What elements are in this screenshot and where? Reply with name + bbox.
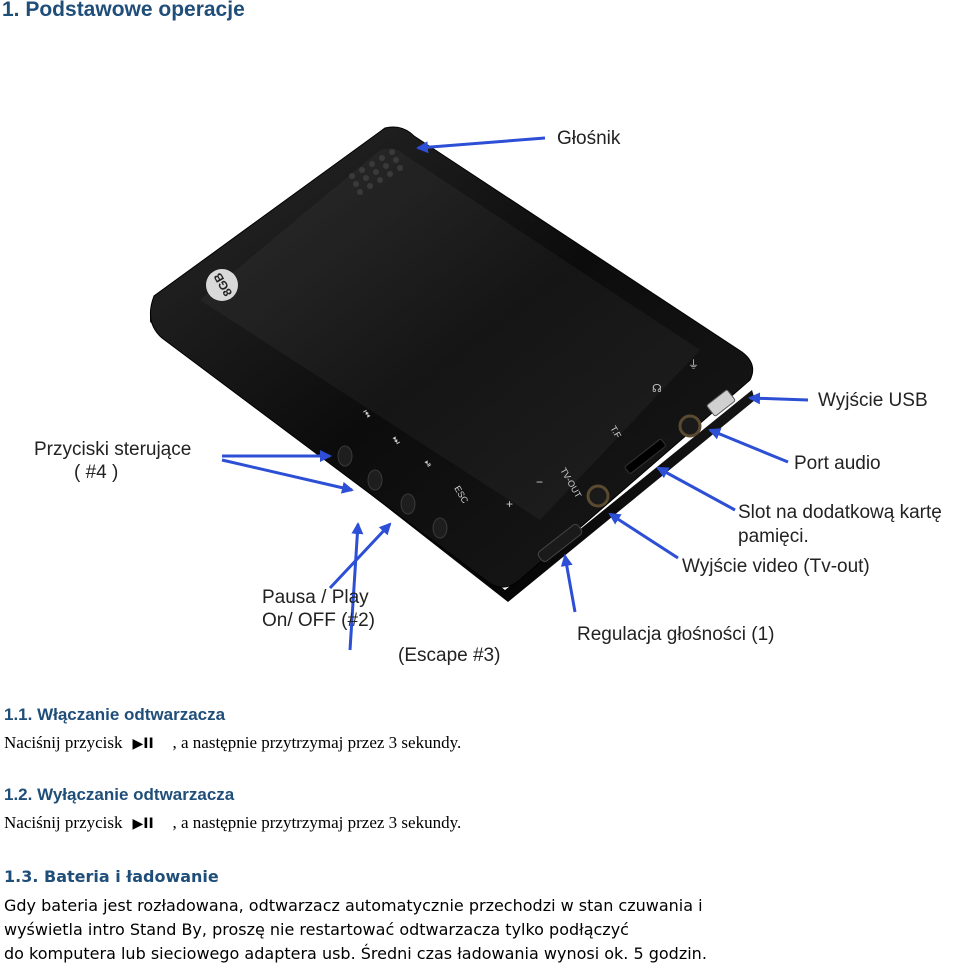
section-body: Gdy bateria jest rozładowana, odtwarzacz…: [4, 894, 707, 966]
device-body: [149, 126, 754, 588]
body-line: Gdy bateria jest rozładowana, odtwarzacz…: [4, 896, 703, 915]
section-battery: 1.3. Bateria i ładowanie Gdy bateria jes…: [4, 866, 707, 966]
section-heading: 1.2. Wyłączanie odtwarzacza: [4, 785, 235, 804]
callout-arrows: [221, 136, 809, 651]
svg-text:−: −: [536, 475, 543, 489]
device-diagram: 8GB ⏮ ⏭ ⏯ ESC + − TV-OUT T.F ☊ ⏚: [34, 126, 942, 666]
svg-text:+: +: [506, 497, 513, 511]
device-highlight: [200, 148, 700, 521]
play-pause-icon: ▶II: [132, 736, 154, 752]
label-speaker: Głośnik: [557, 128, 621, 149]
headphone-mark-icon: ☊: [652, 383, 662, 395]
section-body: Naciśnij przycisk▶II, a następnie przytr…: [4, 732, 461, 755]
body-line: do komputera lub sieciowego adaptera usb…: [4, 944, 707, 963]
section-heading: 1.3. Bateria i ładowanie: [4, 867, 219, 886]
label-controls-num: ( #4 ): [74, 462, 118, 483]
label-pause-play: Pausa / Play: [262, 587, 369, 608]
section-body: Naciśnij przycisk▶II, a następnie przytr…: [4, 812, 461, 835]
side-buttons: [337, 445, 448, 539]
label-audio-port: Port audio: [794, 453, 881, 474]
label-video-out: Wyjście video (Tv-out): [682, 556, 870, 577]
label-usb-out: Wyjście USB: [818, 390, 928, 411]
speaker-grille: [349, 149, 403, 195]
play-pause-icon: ▶II: [132, 816, 154, 832]
device-figure: 8GB ⏮ ⏭ ⏯ ESC + − TV-OUT T.F ☊ ⏚: [0, 40, 960, 680]
label-on-off: On/ OFF (#2): [262, 610, 375, 631]
section-power-on: 1.1. Włączanie odtwarzacza Naciśnij przy…: [4, 704, 461, 755]
playpause-mark-icon: ⏯: [422, 458, 434, 469]
capacity-badge: 8GB: [206, 269, 238, 301]
body-line: wyświetla intro Stand By, proszę nie res…: [4, 920, 629, 939]
page-title: 1. Podstawowe operacje: [2, 0, 245, 21]
label-escape: (Escape #3): [398, 645, 500, 666]
section-heading: 1.1. Włączanie odtwarzacza: [4, 705, 226, 724]
label-card-slot-2: pamięci.: [738, 526, 809, 547]
ports: [537, 389, 736, 563]
label-controls: Przyciski sterujące: [34, 439, 191, 460]
usb-mark-icon: ⏚: [688, 358, 699, 371]
label-volume: Regulacja głośności (1): [577, 624, 775, 645]
label-card-slot: Slot na dodatkową kartę: [738, 502, 942, 523]
section-power-off: 1.2. Wyłączanie odtwarzacza Naciśnij prz…: [4, 784, 461, 835]
